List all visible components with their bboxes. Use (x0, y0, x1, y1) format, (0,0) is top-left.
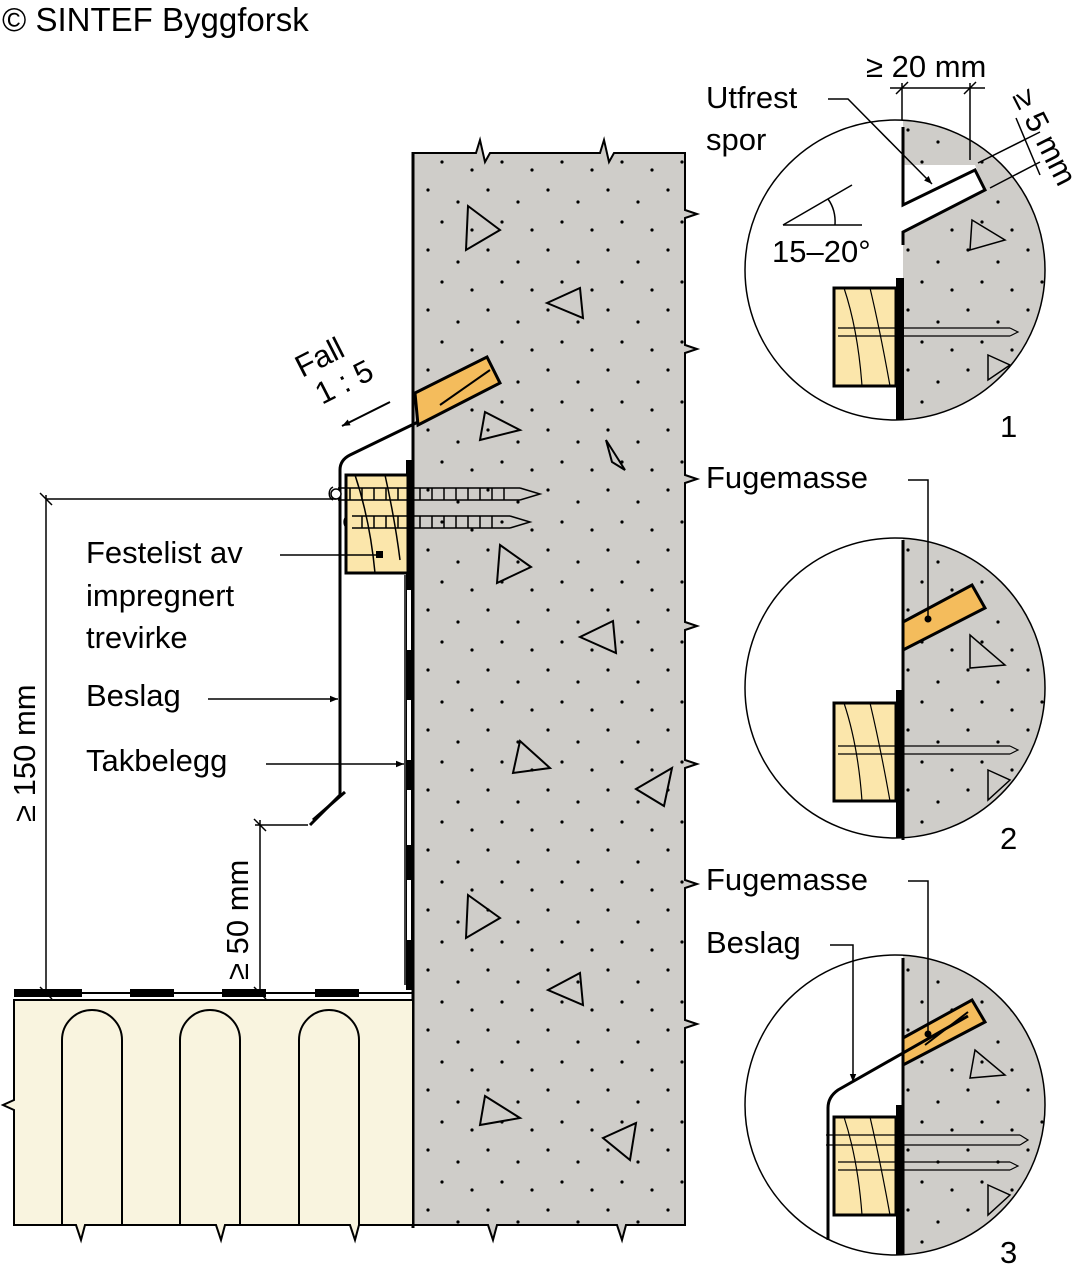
dimension-20mm (890, 81, 985, 160)
festelist-label-line2: impregnert (86, 578, 235, 613)
flashing-detail-3 (826, 1014, 969, 1240)
fall-arrow (341, 401, 391, 427)
flashing-beslag (308, 420, 419, 827)
insulation-pattern (61, 1009, 360, 1225)
utfrest-label-line2: spor (706, 122, 766, 157)
fugemasse-label-detail-3: Fugemasse (706, 862, 868, 897)
dimension-50mm (253, 818, 308, 1000)
festelist-label-line3: trevirke (86, 620, 188, 655)
detail-2-number: 2 (1000, 821, 1017, 856)
beslag-label: Beslag (86, 678, 181, 713)
screw-upper (328, 486, 543, 501)
fugemasse-leader-detail-3 (908, 880, 929, 1034)
utfrest-leader (828, 98, 933, 185)
detail-3: 3 Fugemasse Beslag (706, 862, 1046, 1268)
beslag-label-detail-3: Beslag (706, 925, 801, 960)
screw-lower (343, 515, 533, 529)
angle-label: 15–20° (772, 234, 871, 269)
utfrest-label-line1: Utfrest (706, 80, 798, 115)
groove-outline (901, 127, 988, 245)
sealant-groove (413, 354, 503, 428)
beslag-leader-detail-3 (830, 944, 857, 1082)
angle-indicator (782, 184, 862, 226)
fugemasse-leader-detail-2 (908, 479, 929, 618)
detail-1-number: 1 (1000, 409, 1017, 444)
roofing-membrane (14, 460, 414, 997)
detail-3-number: 3 (1000, 1235, 1017, 1268)
dimension-50mm-label: ≥ 50 mm (220, 860, 255, 980)
detail-1: 1 Utfrest spor ≥ 20 mm ≥ 5 mm 15–20° (706, 49, 1080, 444)
detail-2: 2 Fugemasse (706, 460, 1046, 856)
concrete-aggregate-triangles (464, 204, 674, 1162)
dimension-150mm-label: ≥ 150 mm (7, 684, 42, 822)
concrete-aggregate-dots (414, 154, 684, 1224)
copyright-title: © SINTEF Byggforsk (2, 1, 309, 38)
dimension-5mm (977, 117, 1041, 189)
sealant-detail-2 (901, 582, 988, 653)
main-section: Fall 1 : 5 Festelist av impregnert trevi… (0, 136, 701, 1244)
roof-insulation (0, 999, 414, 1244)
dimension-150mm (39, 492, 336, 1000)
dimension-20mm-label: ≥ 20 mm (866, 49, 986, 84)
sealant-detail-3 (901, 997, 988, 1068)
dimension-5mm-label: ≥ 5 mm (1006, 83, 1080, 191)
fugemasse-label-detail-2: Fugemasse (706, 460, 868, 495)
festelist-label-line1: Festelist av (86, 535, 243, 570)
takbelegg-label: Takbelegg (86, 743, 227, 778)
